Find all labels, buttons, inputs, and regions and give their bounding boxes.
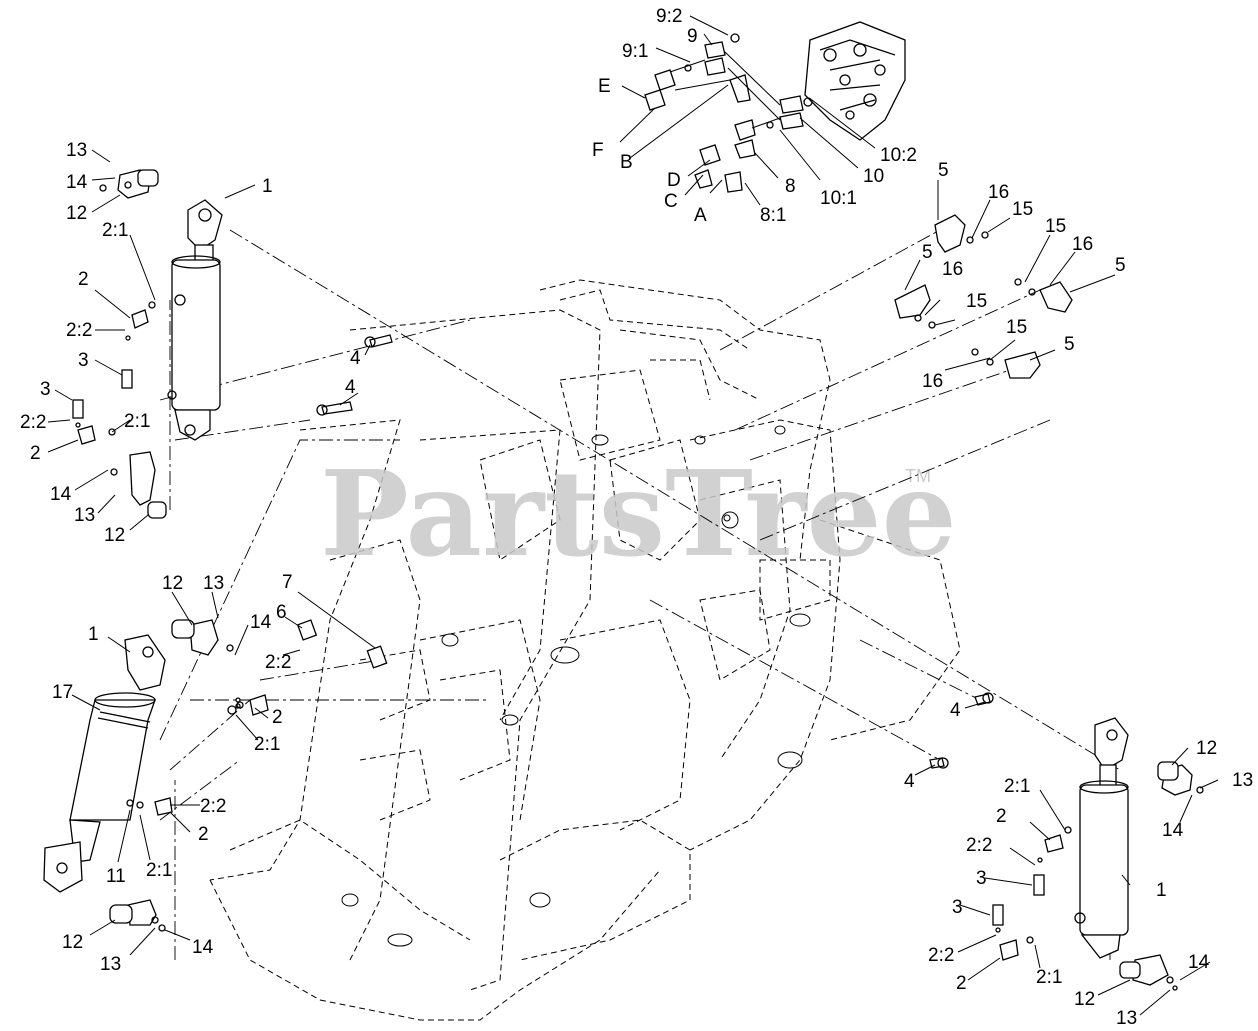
callout-2-b: 2 [30,443,41,464]
callout-15-b: 15 [1045,216,1066,237]
callout-16-a: 16 [988,182,1009,203]
callout-2-2-b: 2:2 [20,412,46,433]
callout-5-a: 5 [938,160,949,181]
callout-4-a: 4 [350,348,361,369]
callout-2-1-c: 2:1 [254,734,280,755]
callout-labels: 9:2 9 9:1 E F B D C A 8:1 8 10:1 10 10:2… [20,6,1253,1029]
callout-D: D [667,170,681,191]
callout-2-d: 2 [198,824,209,845]
callout-3-d: 3 [952,897,963,918]
valve-fittings [644,33,813,193]
callout-3-b: 3 [40,379,51,400]
callout-13: 13 [66,140,87,161]
callout-5-b: 5 [1115,255,1126,276]
callout-2-f: 2 [956,973,967,994]
lift-cylinder-top-left [72,169,223,519]
callout-F: F [592,140,604,161]
callout-14-d: 14 [192,937,214,958]
callout-11: 11 [106,866,126,887]
callout-2-2-f: 2:2 [928,945,954,966]
hose-clamps [894,214,1073,379]
callout-14-f: 14 [1188,952,1210,973]
tilt-cylinder-left [43,619,388,932]
callout-E: E [598,76,611,97]
lift-cylinder-bottom-right [992,717,1204,991]
callout-2-2: 2:2 [66,320,92,341]
callout-2-1: 2:1 [102,220,128,241]
callout-8-1: 8:1 [760,205,786,226]
callout-B: B [620,152,633,173]
callout-14-b: 14 [50,484,72,505]
callout-12-d: 12 [62,932,83,953]
callout-16-b: 16 [1072,234,1093,255]
callout-2: 2 [78,269,89,290]
callout-16-d: 16 [922,371,943,392]
callout-15-c: 15 [966,291,987,312]
callout-13-d: 13 [100,954,121,975]
callout-14-e: 14 [1162,820,1184,841]
callout-4-d: 4 [904,771,915,792]
callout-13-b: 13 [74,505,95,526]
callout-10-2: 10:2 [880,145,917,166]
callout-C: C [664,191,678,212]
callout-3: 3 [78,350,89,371]
callout-2-1-d: 2:1 [146,860,172,881]
callout-12-b: 12 [104,525,125,546]
loader-frame [209,279,961,1021]
watermark-tm: TM [905,466,931,486]
callout-3-c: 3 [976,868,987,889]
callout-2-1-f: 2:1 [1036,967,1062,988]
callout-14-c: 14 [250,612,272,633]
callout-2-2-e: 2:2 [966,835,992,856]
callout-16-c: 16 [942,259,963,280]
callout-1-b: 1 [88,624,99,645]
callout-2-c: 2 [272,707,283,728]
callout-1-c: 1 [1156,880,1167,901]
callout-4-c: 4 [950,700,961,721]
leader-lines [47,15,1219,1016]
callout-1: 1 [262,176,273,197]
callout-15-d: 15 [1006,317,1027,338]
callout-9: 9 [687,26,698,47]
control-valve [804,21,906,141]
callout-12-e: 12 [1196,738,1217,759]
callout-15-a: 15 [1012,199,1033,220]
callout-10: 10 [863,166,884,187]
watermark-text: PartsTree [320,444,957,583]
callout-2-2-d: 2:2 [200,796,226,817]
callout-12-c: 12 [162,573,183,594]
callout-A: A [694,205,707,226]
callout-13-c: 13 [203,573,224,594]
callout-12-f: 12 [1074,989,1095,1010]
callout-2-2-c: 2:2 [265,652,291,673]
callout-9-2: 9:2 [656,6,682,27]
callout-17: 17 [52,682,73,703]
callout-6: 6 [276,602,287,623]
watermark: PartsTree TM [320,444,957,583]
callout-13-f: 13 [1116,1008,1137,1029]
callout-14: 14 [66,172,88,193]
callout-10-1: 10:1 [820,188,857,209]
callout-4-b: 4 [345,377,356,398]
callout-5-c: 5 [922,242,933,263]
callout-7: 7 [282,572,293,593]
callout-2-1-b: 2:1 [124,411,150,432]
callout-8: 8 [785,176,796,197]
callout-2-1-e: 2:1 [1004,776,1030,797]
callout-9-1: 9:1 [622,41,648,62]
callout-13-e: 13 [1232,770,1253,791]
callout-2-e: 2 [996,806,1007,827]
callout-5-d: 5 [1064,334,1075,355]
callout-12: 12 [66,203,87,224]
